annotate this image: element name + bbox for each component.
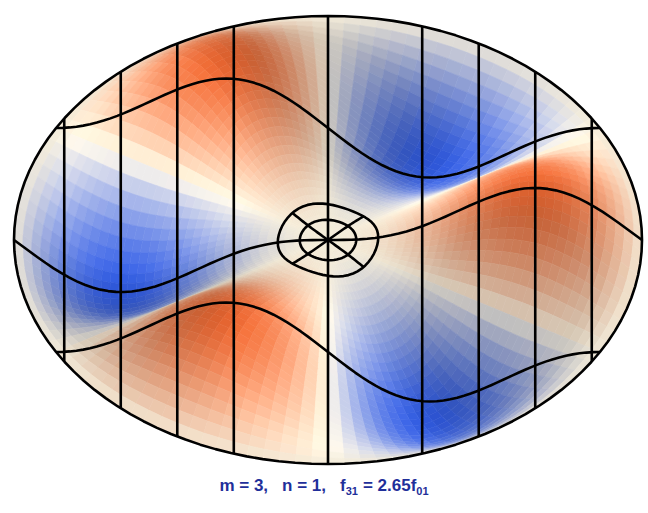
surface-patch — [129, 264, 139, 275]
surface-patch — [268, 232, 277, 235]
surface-patch — [252, 228, 261, 232]
surface-patch — [244, 228, 254, 232]
surface-patch — [110, 273, 120, 284]
surface-patch — [102, 271, 112, 283]
surface-patch — [536, 175, 546, 181]
surface-patch — [128, 274, 138, 284]
